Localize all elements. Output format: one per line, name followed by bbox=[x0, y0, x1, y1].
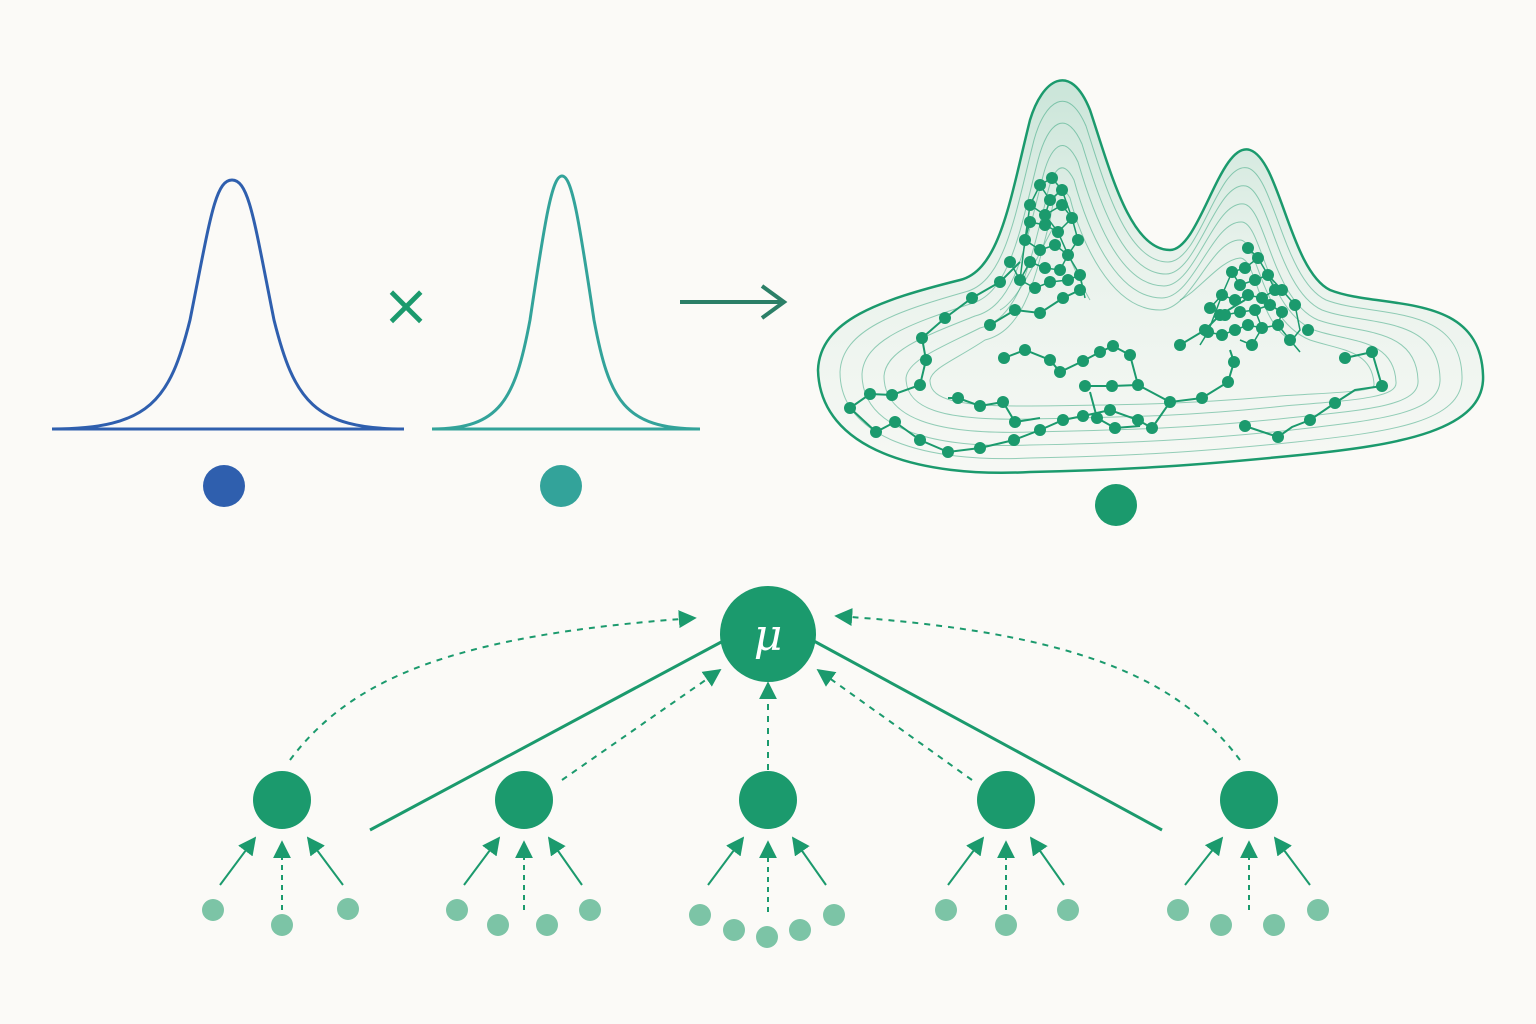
hierarchical-model: μ bbox=[202, 586, 1329, 948]
likelihood-dot bbox=[540, 465, 582, 507]
dashed-connectors bbox=[289, 608, 1241, 781]
leaf-arrows bbox=[219, 836, 1311, 912]
prior-bell-curve bbox=[51, 178, 405, 431]
posterior-dot bbox=[1095, 484, 1137, 526]
solid-connectors bbox=[369, 638, 1163, 832]
prior-dot bbox=[203, 465, 245, 507]
group-node-5 bbox=[1220, 771, 1278, 829]
posterior-landscape bbox=[816, 79, 1485, 526]
leaf-observations bbox=[202, 898, 1329, 948]
posterior-cluster-left bbox=[1004, 172, 1086, 299]
prior-distribution bbox=[51, 178, 405, 507]
group-node-1 bbox=[253, 771, 311, 829]
mu-label: μ bbox=[754, 610, 783, 661]
right-arrow-icon bbox=[680, 284, 788, 320]
posterior-cluster-right bbox=[1199, 242, 1301, 353]
posterior-outer-contour bbox=[816, 79, 1485, 474]
likelihood-bell-curve bbox=[431, 174, 701, 431]
group-node-3 bbox=[739, 771, 797, 829]
group-nodes bbox=[253, 771, 1278, 829]
mu-hub-node: μ bbox=[720, 586, 816, 682]
likelihood-distribution bbox=[431, 174, 701, 507]
times-icon: × bbox=[382, 271, 431, 339]
group-node-4 bbox=[977, 771, 1035, 829]
group-node-2 bbox=[495, 771, 553, 829]
